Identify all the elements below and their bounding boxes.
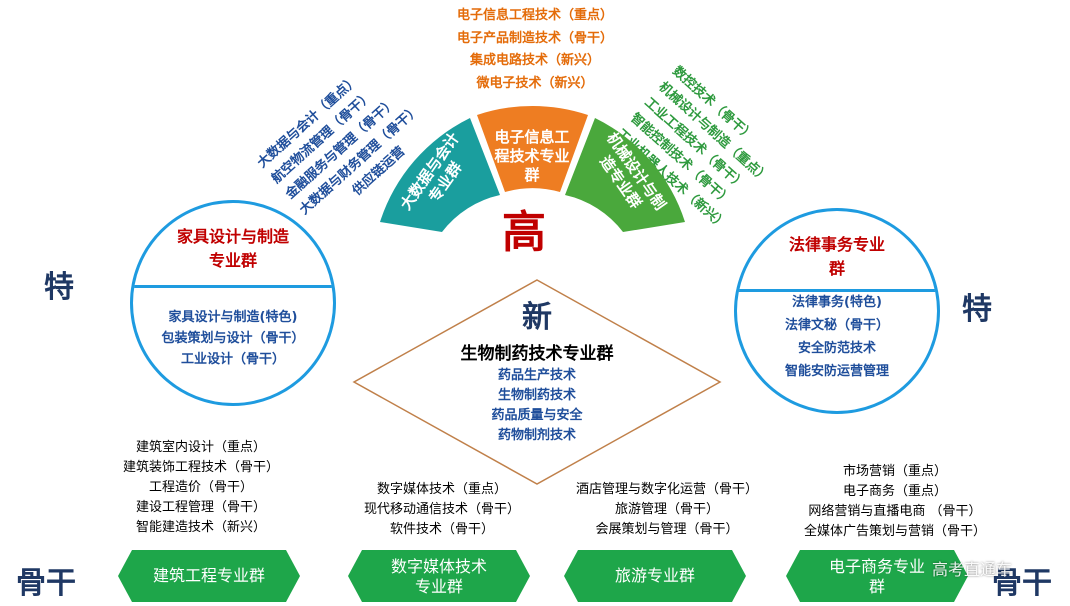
top-list-item: 微电子技术（新兴） [476, 75, 594, 91]
hexagon-digital-media [348, 550, 530, 602]
watermark-text: 高考直通车 [932, 560, 1013, 579]
center-char-high: 高 [502, 207, 546, 258]
center-char-new: 新 [522, 300, 552, 335]
right-circle-title: 法律事务专业群 [788, 235, 885, 278]
side-label-te-right: 特 [962, 292, 992, 327]
hexagon-label-tourism: 旅游专业群 [614, 566, 695, 585]
bottom-list-digital-media: 数字媒体技术（重点） 现代移动通信技术（骨干） 软件技术（骨干） [363, 482, 520, 537]
top-list-item: 电子信息工程技术（重点） [456, 8, 613, 23]
diamond-shape [352, 279, 722, 485]
side-label-gugan-right: 骨干 [992, 566, 1052, 601]
top-list-item: 集成电路技术（新兴） [469, 53, 600, 68]
left-circle: 家具设计与制造专业群 家具设计与制造(特色) 包装策划与设计（骨干） 工业设计（… [130, 200, 336, 406]
hexagon-label-construction: 建筑工程专业群 [152, 566, 265, 585]
hexagon-tourism [564, 550, 746, 602]
diamond-content: 新 生物制药技术专业群 药品生产技术 生物制药技术 药品质量与安全 药物制剂技术 [437, 300, 637, 446]
side-label-gugan-left: 骨干 [16, 566, 76, 601]
hexagon-label-ecommerce: 电子商务专业 群 [828, 557, 925, 596]
hexagon-label-digital-media: 数字媒体技术 专业群 [390, 557, 487, 596]
side-label-te-left: 特 [44, 270, 74, 305]
right-circle-divider [737, 289, 937, 292]
bottom-list-tourism: 酒店管理与数字化运营（骨干） 旅游管理（骨干） 会展策划与管理（骨干） [575, 482, 758, 537]
bottom-list-construction: 建筑室内设计（重点） 建筑装饰工程技术（骨干） 工程造价（骨干） 建设工程管理（… [122, 440, 279, 535]
fan-label-middle: 电子信息工 程技术专业 群 [494, 128, 570, 184]
fan-segment-left [380, 118, 500, 232]
diamond-title: 生物制药技术专业群 [460, 344, 614, 364]
left-circle-list: 家具设计与制造(特色) 包装策划与设计（骨干） 工业设计（骨干） [161, 310, 305, 367]
left-circle-title: 家具设计与制造专业群 [176, 227, 289, 270]
top-program-list: 电子信息工程技术（重点） 电子产品制造技术（骨干） 集成电路技术（新兴） 微电子… [430, 5, 640, 95]
diamond-list: 药品生产技术 生物制药技术 药品质量与安全 药物制剂技术 [491, 368, 583, 443]
fan-segment-middle [477, 105, 588, 192]
right-circle: 法律事务专业群 法律事务(特色) 法律文秘（骨干） 安全防范技术 智能安防运营管… [734, 208, 940, 414]
hexagon-ecommerce [786, 550, 968, 602]
bottom-list-ecommerce: 市场营销（重点） 电子商务（重点） 网络营销与直播电商 （骨干） 全媒体广告策划… [803, 464, 986, 539]
left-circle-divider [133, 285, 333, 288]
hexagon-construction [118, 550, 300, 602]
top-list-item: 电子产品制造技术（骨干） [456, 30, 613, 46]
fan-segment-right [565, 118, 685, 232]
right-circle-list: 法律事务(特色) 法律文秘（骨干） 安全防范技术 智能安防运营管理 [784, 295, 889, 379]
